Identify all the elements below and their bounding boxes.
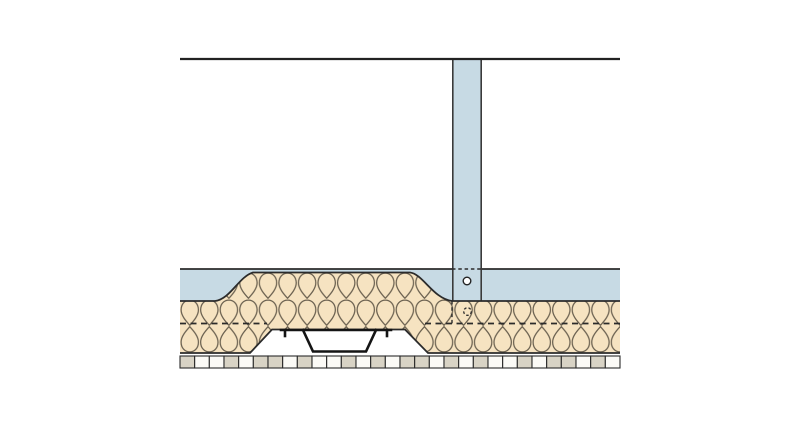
ceiling-tile xyxy=(531,355,548,369)
ceiling-tile xyxy=(208,355,225,369)
ceiling-tile xyxy=(194,355,210,369)
ceiling-tile xyxy=(414,355,430,369)
ceiling-tile xyxy=(238,355,254,369)
ceiling-tile xyxy=(311,355,328,369)
ceiling-tile xyxy=(560,355,577,369)
hat-channel-profile xyxy=(279,328,393,353)
ceiling-tile xyxy=(487,355,504,369)
ceiling-tile xyxy=(458,355,474,369)
ceiling-tile xyxy=(252,355,269,369)
ceiling-tile xyxy=(340,355,357,369)
ceiling-tile xyxy=(179,355,196,369)
ceiling-tile xyxy=(355,355,372,369)
ceiling-tile xyxy=(604,355,621,369)
ceiling-tile xyxy=(223,355,240,369)
ceiling-tile xyxy=(546,355,562,369)
ceiling-tile xyxy=(443,355,460,369)
channel-hat xyxy=(301,328,378,353)
ceiling-tile xyxy=(370,355,386,369)
ceiling-tile xyxy=(296,355,313,369)
insulation-top-outline xyxy=(180,271,620,302)
ceiling-tile xyxy=(267,355,284,369)
channel-void xyxy=(250,329,428,354)
ceiling-tile xyxy=(516,355,533,369)
ceiling-tile xyxy=(428,355,445,369)
ceiling-tile xyxy=(502,355,518,369)
hidden-fastener-dashed xyxy=(463,307,472,316)
ceiling-board-row xyxy=(179,355,621,369)
ceiling-tile xyxy=(282,355,298,369)
ceiling-tile xyxy=(326,355,342,369)
fastener-screw xyxy=(462,276,472,286)
ceiling-tile xyxy=(472,355,489,369)
ceiling-tile xyxy=(575,355,592,369)
ceiling-tile xyxy=(399,355,416,369)
ceiling-tile xyxy=(590,355,606,369)
ceiling-tile xyxy=(384,355,401,369)
partition-wall xyxy=(452,60,482,301)
